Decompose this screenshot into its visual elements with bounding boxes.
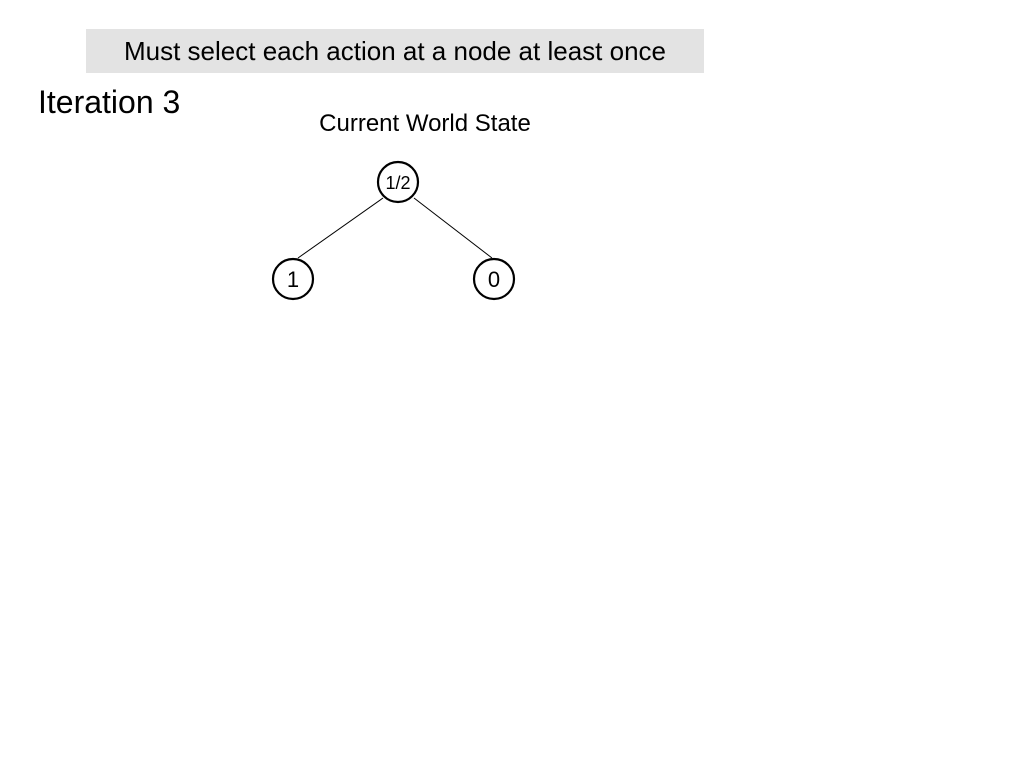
child-node-left: 1 bbox=[271, 257, 315, 301]
banner: Must select each action at a node at lea… bbox=[86, 29, 704, 73]
child-node-right-label: 0 bbox=[488, 267, 500, 292]
root-node: 1/2 bbox=[376, 160, 420, 204]
edge-root-left bbox=[297, 197, 384, 259]
banner-text: Must select each action at a node at lea… bbox=[123, 36, 666, 66]
child-node-right: 0 bbox=[472, 257, 516, 301]
tree-title: Current World State bbox=[319, 110, 531, 137]
root-node-label: 1/2 bbox=[385, 173, 410, 193]
iteration-label: Iteration 3 bbox=[38, 84, 181, 120]
edge-root-right bbox=[413, 197, 493, 259]
child-node-left-label: 1 bbox=[287, 267, 299, 292]
